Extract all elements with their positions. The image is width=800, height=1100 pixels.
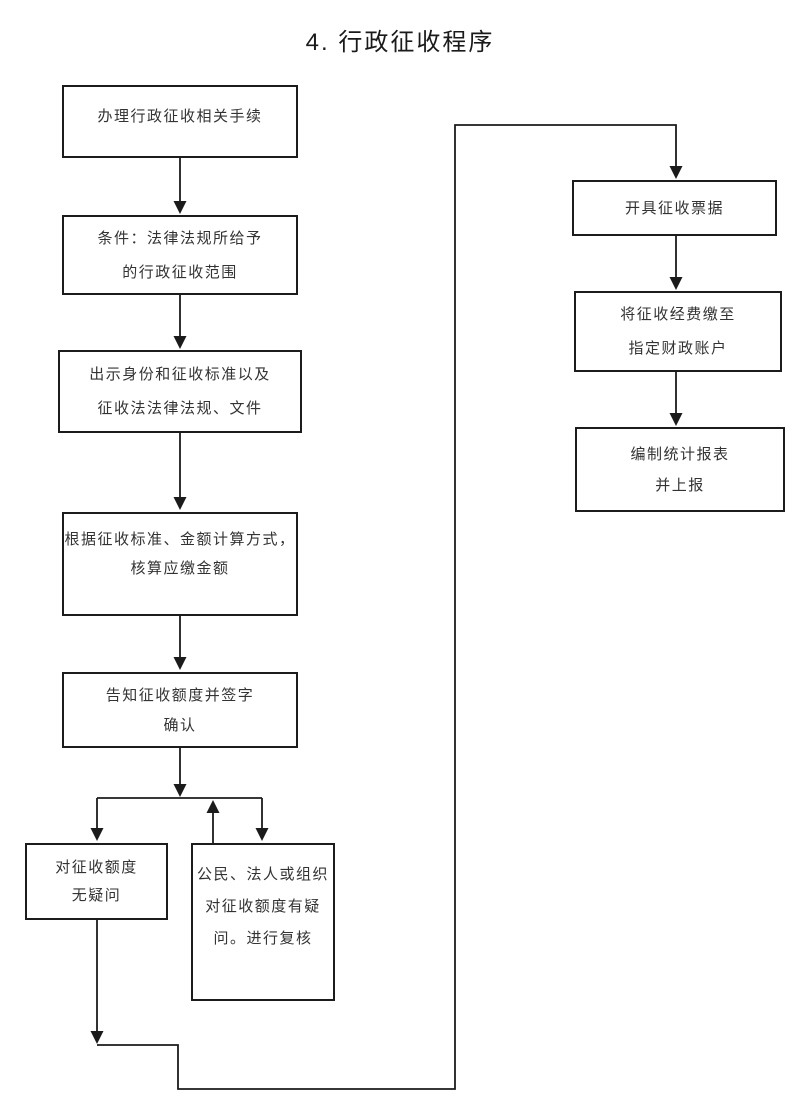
node-text-line: 无疑问 [71,887,122,904]
flow-node-issue-receipt: 开具征收票据 [572,180,777,236]
arrow-head-no-doubt-down [90,1031,104,1044]
page-title: 4. 行政征收程序 [305,29,495,56]
flow-node-pay-to-account: 将征收经费缴至 指定财政账户 [574,291,782,372]
arrow-head-split-to-no-doubt [90,828,104,841]
flow-node-compile-report: 编制统计报表 并上报 [575,427,785,512]
arrow-head-handle-to-condition [173,201,187,214]
node-text-line: 编制统计报表 [630,445,730,463]
node-text-line: 条件：法律法规所给予 [97,229,263,247]
routing-line-bottom-to-issue-receipt [97,124,677,1090]
arrow-head-notify-to-split [173,784,187,797]
node-text-line: 将征收经费缴至 [620,306,736,323]
node-text-line: 确认 [163,716,197,734]
node-text-line: 问。进行复核 [213,930,313,947]
node-text-line: 告知征收额度并签字 [105,686,255,704]
flow-node-has-doubt: 公民、法人或组织 对征收额度有疑 问。进行复核 [191,843,335,1001]
arrow-head-has-doubt-return-up [206,800,220,813]
node-text-line: 根据征收标准、金额计算方式， [64,531,296,548]
node-text-line: 指定财政账户 [628,340,728,357]
arrow-head-into-issue-receipt [669,166,683,179]
node-text-line: 的行政征收范围 [122,263,238,281]
arrow-head-receipt-to-pay [669,277,683,290]
arrow-head-condition-to-identity [173,336,187,349]
node-text-line: 对征收额度有疑 [205,898,321,915]
node-text-line: 并上报 [655,476,705,494]
flow-node-show-identity: 出示身份和征收标准以及 征收法法律法规、文件 [58,350,302,433]
node-text-line: 核算应缴金额 [130,560,230,577]
node-text-line: 办理行政征收相关手续 [97,108,263,125]
flow-node-notify-sign: 告知征收额度并签字 确认 [62,672,298,748]
flow-node-no-doubt: 对征收额度 无疑问 [25,843,168,920]
node-text-line: 开具征收票据 [624,199,724,217]
flow-node-handle-procedures: 办理行政征收相关手续 [62,85,298,158]
node-text-line: 出示身份和征收标准以及 [89,366,271,383]
arrow-head-pay-to-report [669,413,683,426]
arrow-head-calculate-to-notify [173,657,187,670]
arrow-head-split-to-has-doubt [255,828,269,841]
node-text-line: 征收法法律法规、文件 [97,400,263,417]
flow-node-calculate-amount: 根据征收标准、金额计算方式， 核算应缴金额 [62,512,298,616]
node-text-line: 对征收额度 [55,859,138,876]
flow-node-condition-scope: 条件：法律法规所给予 的行政征收范围 [62,215,298,295]
arrow-head-identity-to-calculate [173,497,187,510]
node-text-line: 公民、法人或组织 [196,866,329,883]
